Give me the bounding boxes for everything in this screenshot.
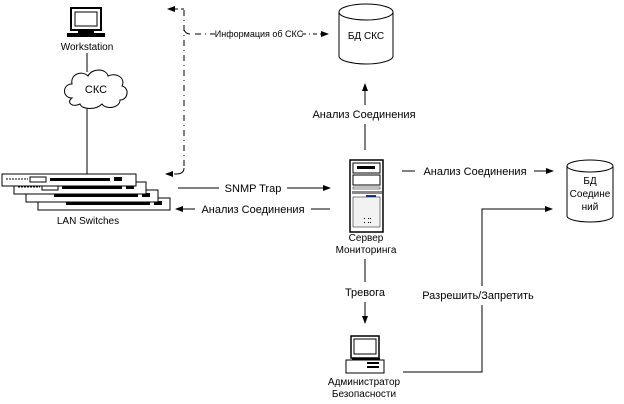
db-scs-icon — [338, 3, 394, 65]
edge-scs-info-label: Информация об СКС — [215, 29, 304, 39]
edge-allow-deny-label: Разрешить/Запретить — [422, 290, 534, 302]
edge-analysis-db-scs-label: Анализ Соединения — [312, 109, 415, 121]
db-connections-label-line2: Соедине — [570, 189, 611, 200]
security-admin-label-line1: Администратор — [328, 377, 401, 388]
edge-snmp-trap-label: SNMP Trap — [225, 183, 282, 195]
server-tower-icon — [349, 159, 384, 233]
security-admin-computer-icon — [345, 335, 385, 374]
edge-analysis-switches-label: Анализ Соединения — [201, 204, 304, 216]
edge-analysis-db-conn-label: Анализ Соединения — [423, 166, 526, 178]
switch-unit — [1, 173, 137, 187]
db-connections-label-line1: БД — [583, 176, 597, 187]
db-connections-icon — [566, 159, 614, 223]
edge-allow-deny-upper — [481, 206, 553, 286]
scs-cloud-label: СКС — [85, 84, 107, 96]
edge-alarm-label: Тревога — [345, 287, 386, 299]
lan-switches-label: LAN Switches — [57, 216, 119, 227]
security-admin-label-line2: Безопасности — [332, 389, 396, 400]
db-connections-label-line3: ний — [582, 202, 599, 213]
server-label-line2: Мониторинга — [336, 245, 397, 256]
edge-allow-deny-lower — [403, 305, 483, 373]
workstation-icon — [67, 7, 105, 37]
workstation-label: Workstation — [61, 42, 114, 53]
lan-switches-icon — [1, 173, 171, 211]
server-label-line1: Сервер — [349, 233, 384, 244]
db-scs-label: БД СКС — [348, 31, 384, 42]
cloud-icon — [64, 69, 128, 109]
edge-scs-info — [165, 6, 329, 177]
